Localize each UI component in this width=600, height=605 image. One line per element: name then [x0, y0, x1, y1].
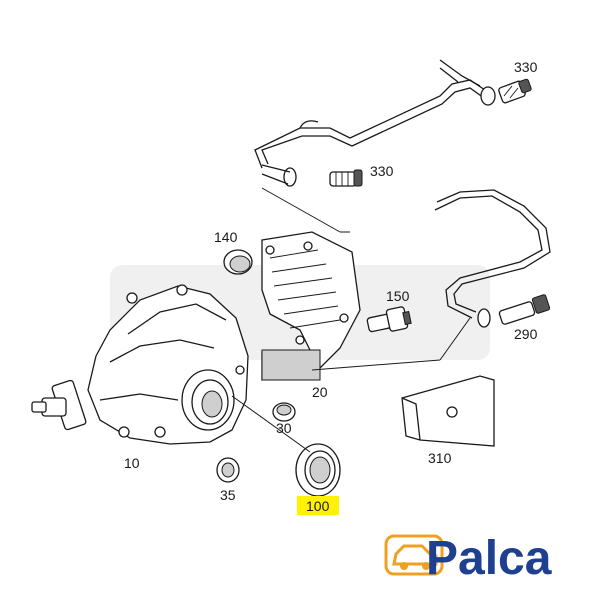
callout-lines: [231, 187, 471, 453]
label-30: 30: [276, 420, 292, 436]
upper-vent-pipe: [254, 59, 489, 169]
logo-text: Palca: [426, 532, 552, 585]
label-330-mid: 330: [370, 163, 394, 179]
label-100: 100: [306, 498, 330, 514]
part-310-pad: [401, 375, 495, 447]
label-310: 310: [428, 450, 452, 466]
part-30-plug: [272, 402, 296, 422]
label-290: 290: [514, 326, 538, 342]
label-100-highlight: [297, 496, 339, 515]
palca-logo: Palca: [382, 520, 578, 590]
label-10: 10: [124, 455, 140, 471]
label-20: 20: [312, 384, 328, 400]
car-icon: [384, 534, 444, 576]
part-150-sensor: [366, 306, 412, 333]
right-vent-pipe: [434, 189, 551, 319]
part-290-fitting: [477, 294, 551, 328]
label-330-top: 330: [514, 59, 538, 75]
part-20-cover-plate: [261, 231, 361, 381]
label-35: 35: [220, 487, 236, 503]
part-330-fitting-top: [480, 78, 532, 106]
part-35-nut: [216, 457, 240, 483]
part-100-seal: [295, 443, 341, 497]
part-140-plug: [223, 249, 253, 275]
label-150: 150: [386, 288, 410, 304]
label-140: 140: [214, 229, 238, 245]
part-10-differential-housing: [31, 284, 249, 445]
part-330-fitting-mid: [261, 164, 363, 187]
